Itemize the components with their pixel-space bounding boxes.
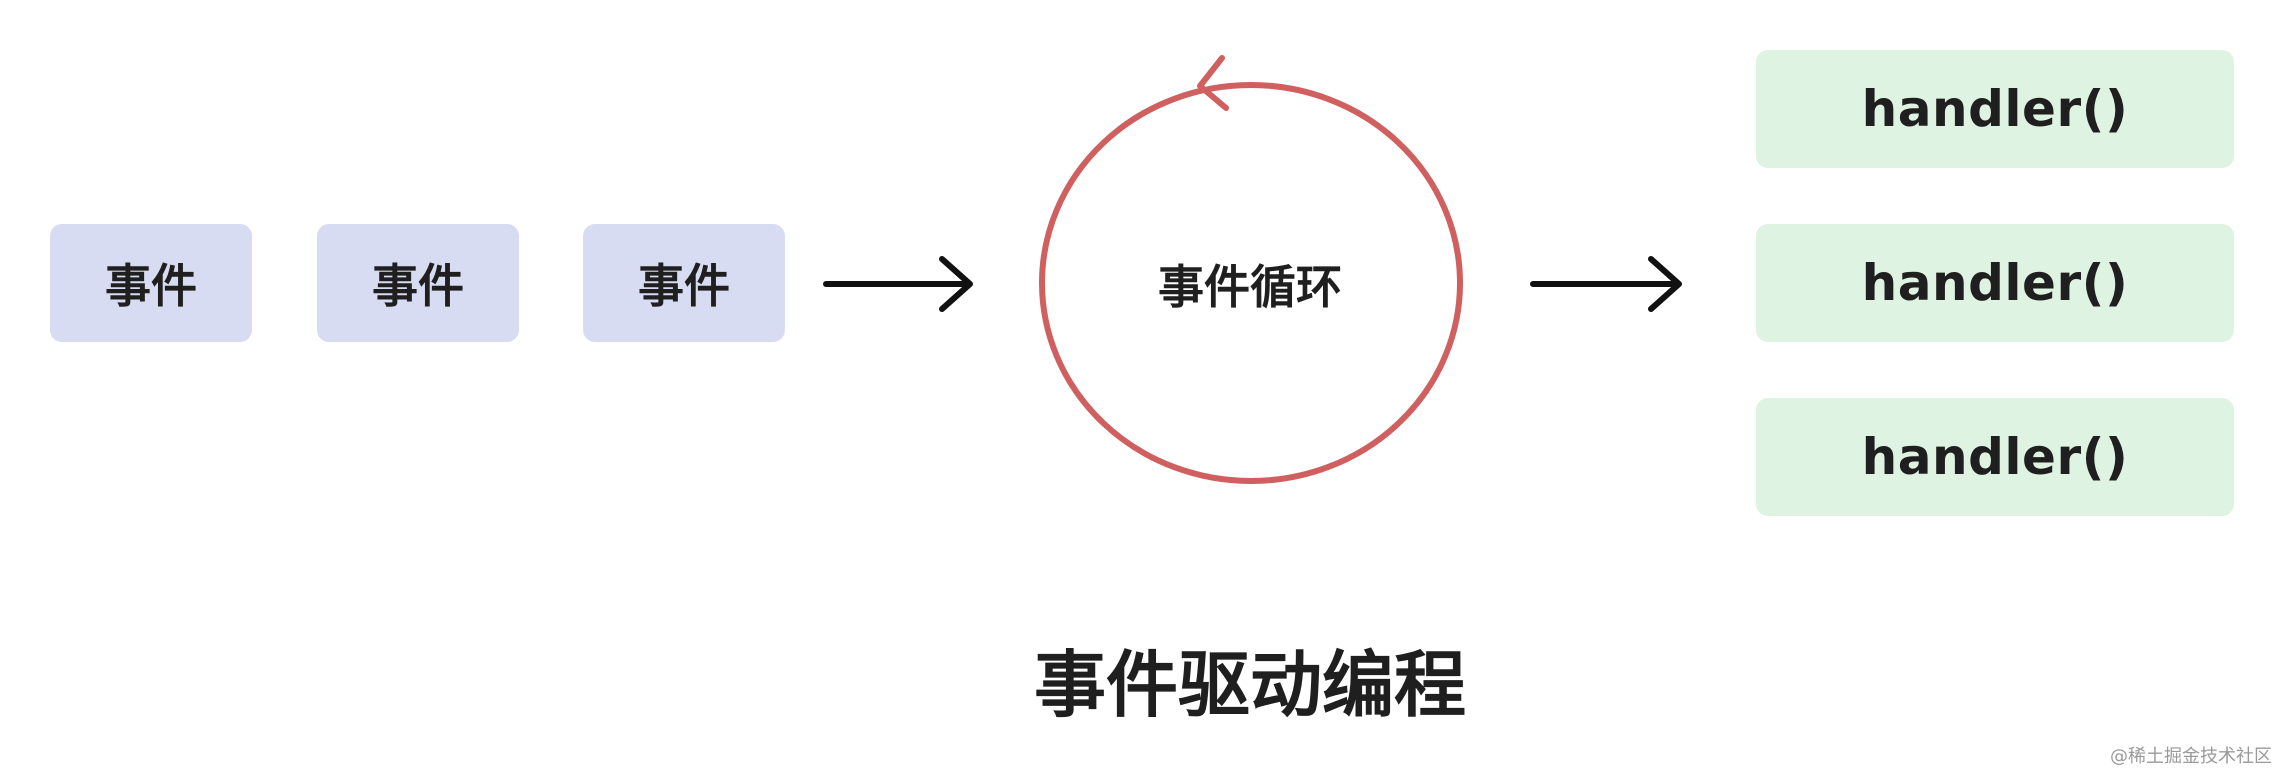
- diagram-title: 事件驱动编程: [1033, 642, 1466, 727]
- event-label: 事件: [372, 259, 464, 313]
- event-box-2: 事件: [317, 224, 519, 342]
- event-loop-label: 事件循环: [1158, 260, 1342, 314]
- event-box-3: 事件: [583, 224, 785, 342]
- handler-label: handler(): [1861, 254, 2129, 312]
- watermark: @稀土掘金技术社区: [2110, 746, 2272, 767]
- event-box-1: 事件: [50, 224, 252, 342]
- event-loop-circle: [1039, 82, 1463, 484]
- arrow-loop-to-handlers: [1530, 256, 1682, 312]
- arrow-events-to-loop: [823, 256, 973, 312]
- handler-label: handler(): [1861, 80, 2129, 138]
- handler-box-3: handler(): [1756, 398, 2234, 516]
- event-label: 事件: [105, 259, 197, 313]
- handler-box-1: handler(): [1756, 50, 2234, 168]
- handler-box-2: handler(): [1756, 224, 2234, 342]
- handler-label: handler(): [1861, 428, 2129, 486]
- loop-arrowhead-icon: [1197, 55, 1229, 111]
- event-label: 事件: [638, 259, 730, 313]
